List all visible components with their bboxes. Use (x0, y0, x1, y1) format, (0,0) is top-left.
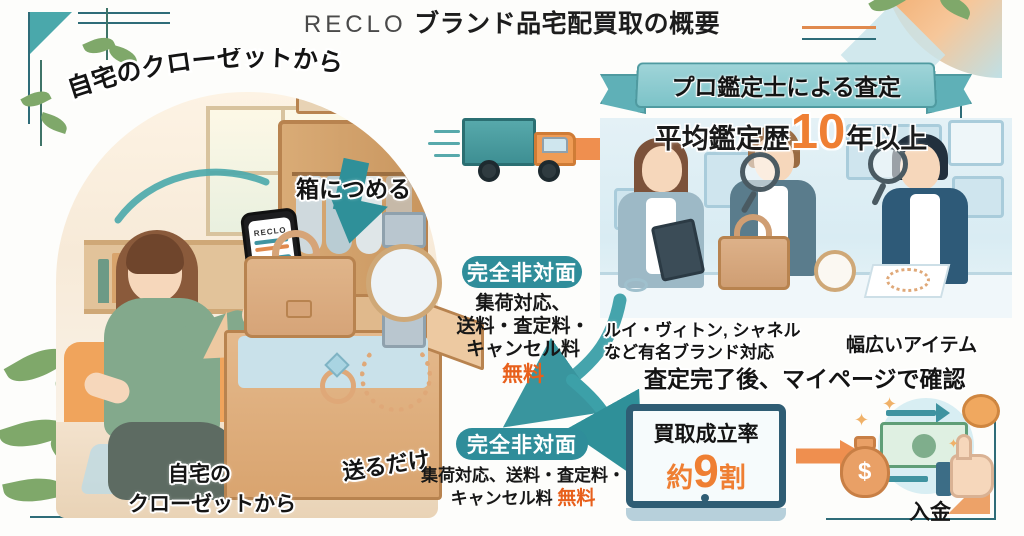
delivery-truck-cargo (462, 118, 536, 166)
brands-caption-line2: など有名ブランド対応 (604, 343, 774, 362)
currency-symbol: $ (858, 458, 872, 485)
thumb-cuff (936, 462, 952, 496)
lower-note-line2-prefix: キャンセル料 (450, 488, 558, 508)
items-caption: 幅広いアイテム (846, 335, 978, 356)
upper-note-line2: 送料・査定料・ (456, 316, 590, 338)
page-title: RECLO ブランド品宅配買取の概要 (0, 4, 1024, 40)
appraisal-office-illustration (600, 118, 1012, 318)
average-experience-line: 平均鑑定歴 10 年以上 (636, 105, 946, 159)
no-contact-badge-upper: 完全非対面 (462, 256, 582, 288)
truck-wheel (538, 160, 560, 182)
lower-note-block: 集荷対応、送料・査定料・ キャンセル料 無料 (414, 466, 632, 510)
title-text: ブランド品宅配買取の概要 (414, 10, 721, 38)
person-legs (108, 422, 240, 500)
quilted-bag-handle (734, 214, 772, 242)
box-caption: 箱につめる (296, 176, 411, 202)
watch-band-top (382, 212, 426, 248)
desk-bangle-icon (624, 278, 648, 292)
monitor-stand (626, 508, 786, 521)
sparkle-icon: ✦ (854, 410, 870, 430)
money-bag-icon (840, 446, 890, 498)
desk-necklace-icon (886, 268, 930, 292)
upper-note-free: 無料 (502, 362, 544, 386)
flow-arc-closet (114, 168, 270, 224)
handbag-handle (272, 230, 320, 270)
lower-note-free: 無料 (557, 487, 596, 509)
flow-arrow-to-monitor (565, 374, 644, 483)
thumbs-up-icon (950, 454, 994, 498)
bottom-caption-line1: 自宅の (168, 463, 231, 486)
arc-caption-svg: 自宅のクローゼットから (62, 48, 348, 104)
arc-caption-textpath: 自宅のクローゼットから (62, 48, 348, 104)
truck-wheel (478, 160, 500, 182)
bottom-caption-line2: クローゼットから (128, 493, 296, 516)
delivery-truck-window (542, 137, 568, 153)
arrow-right-icon-payout-top (886, 403, 950, 423)
flow-arrow-curve-left (502, 293, 627, 428)
speech-bubble-icon (962, 394, 1000, 428)
payout-illustration: $ ✦ ✦ ✦ 入金 (836, 392, 1012, 536)
lower-note-line1: 集荷対応、送料・査定料・ (421, 466, 625, 485)
sparkle-icon: ✦ (948, 436, 959, 451)
storage-box-icon (296, 92, 348, 114)
upper-note-line1: 集荷対応、 (475, 293, 571, 314)
result-label: 買取成立率 (653, 423, 759, 446)
speed-line (428, 142, 460, 145)
brands-caption-line1: ルイ・ヴィトン, シャネル (604, 321, 801, 340)
appraiser-shirt (910, 194, 940, 270)
lower-note-line2: キャンセル料 無料 (414, 487, 632, 510)
necklace-icon (360, 340, 432, 412)
payout-label: 入金 (909, 501, 951, 524)
average-prefix: 平均鑑定歴 (654, 124, 790, 154)
handbag-icon (244, 256, 356, 338)
speed-line (434, 130, 460, 133)
magnifying-glass-icon (740, 152, 780, 192)
speed-line (434, 154, 460, 157)
wristwatch-icon (366, 244, 442, 322)
no-contact-badge-lower: 完全非対面 (456, 428, 588, 460)
result-monitor: 買取成立率 約 9 割 (626, 404, 786, 508)
magnifying-glass-icon (868, 144, 908, 184)
average-number: 10 (790, 105, 846, 159)
arc-caption-text: 自宅のクローゼットから (64, 48, 345, 103)
handbag-clasp (286, 300, 312, 318)
storage-box-icon (360, 92, 412, 114)
quilted-handbag-icon (718, 236, 790, 290)
monitor-power-dot (701, 494, 709, 502)
result-value-suffix: 割 (718, 463, 746, 493)
average-suffix: 年以上 (846, 124, 928, 154)
result-value: 約 9 割 (666, 448, 746, 494)
desk-watch-icon (814, 250, 856, 292)
sparkle-icon: ✦ (882, 394, 898, 414)
person-fringe (126, 234, 184, 274)
brand-name: RECLO (303, 11, 407, 38)
mypage-caption: 査定完了後、マイページで確認 (644, 366, 966, 392)
result-value-number: 9 (693, 445, 719, 497)
result-value-prefix: 約 (666, 463, 694, 493)
thumbs-up-thumb (956, 434, 972, 460)
banknote-center-seal (912, 434, 936, 458)
appraiser-head (642, 146, 682, 192)
office-chart-poster (948, 120, 1004, 166)
book-icon (98, 259, 109, 303)
upper-note-block: 集荷対応、 送料・査定料・ キャンセル料 無料 (452, 292, 594, 387)
upper-note-line3: キャンセル料 (465, 339, 580, 361)
